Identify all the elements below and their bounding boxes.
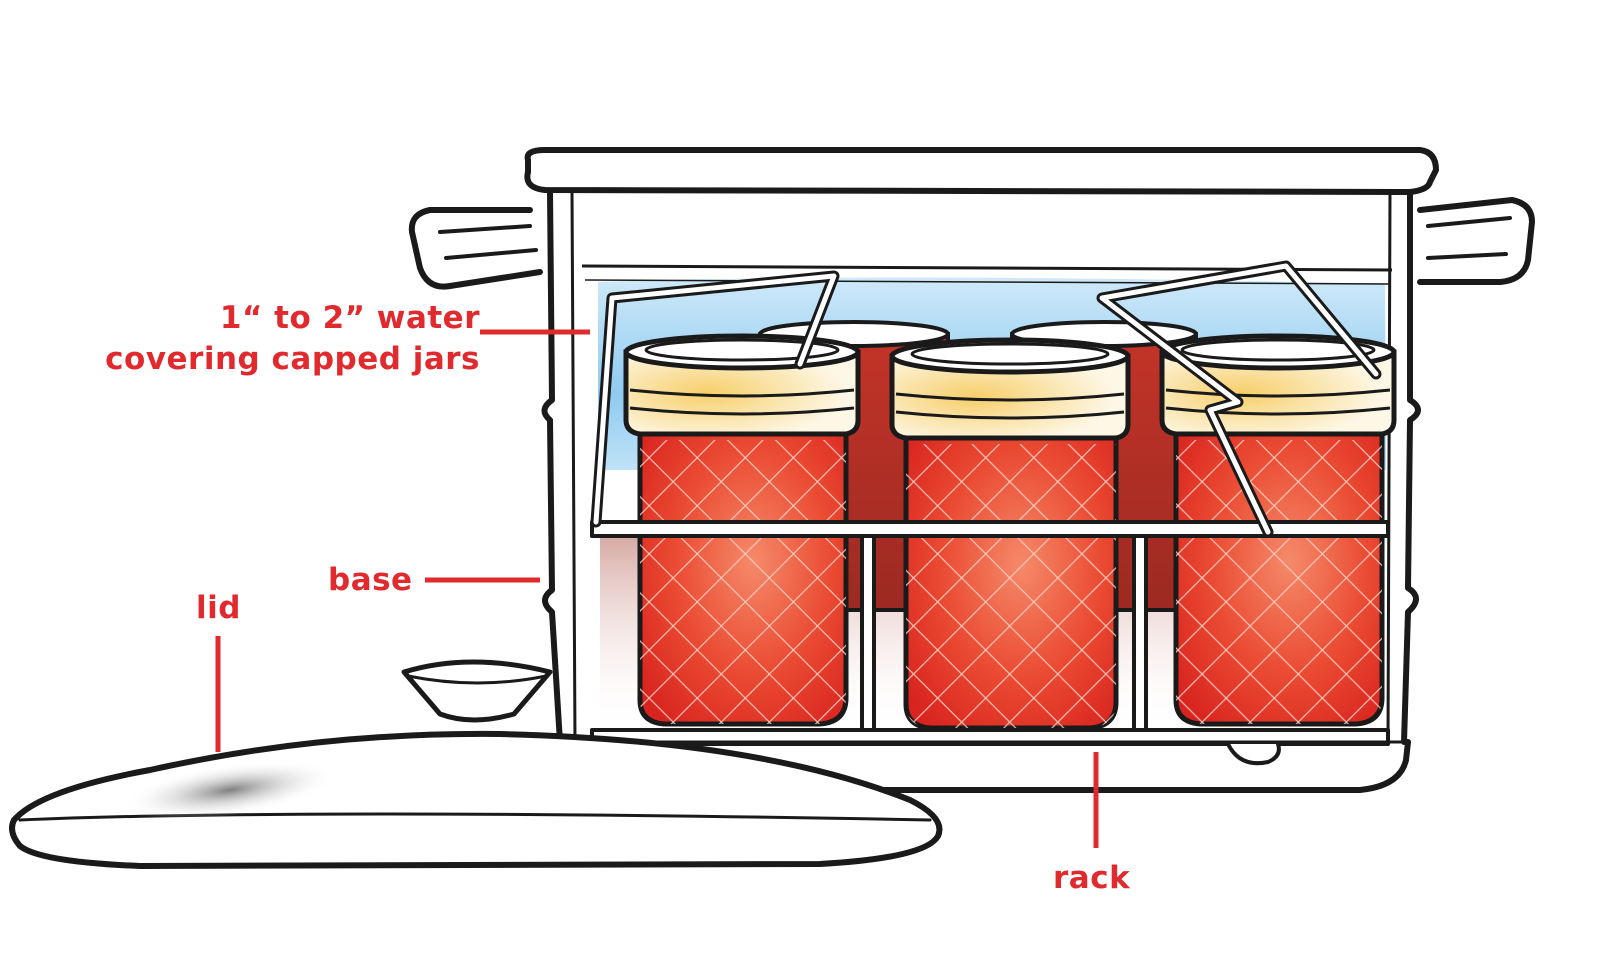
left-handle: [408, 207, 543, 290]
rack-label: rack: [1053, 860, 1131, 896]
water-label-line-2: covering capped jars: [105, 341, 480, 377]
lid-shading: [122, 760, 338, 820]
lid-knob: [401, 659, 553, 723]
pot-rim: [524, 147, 1439, 195]
jar-middle: [889, 337, 1131, 731]
jar-right: [1159, 333, 1397, 727]
right-handle: [1417, 197, 1535, 285]
canner-base: [408, 147, 1535, 745]
canner-lid: [9, 659, 943, 869]
lid-label: lid: [196, 590, 241, 626]
jar-left: [623, 333, 861, 727]
leader-lines: [215, 329, 1099, 848]
water-level-label: 1“ to 2” water covering capped jars: [60, 298, 480, 380]
water-label-line-1: 1“ to 2” water: [219, 300, 480, 336]
base-label: base: [328, 562, 413, 598]
